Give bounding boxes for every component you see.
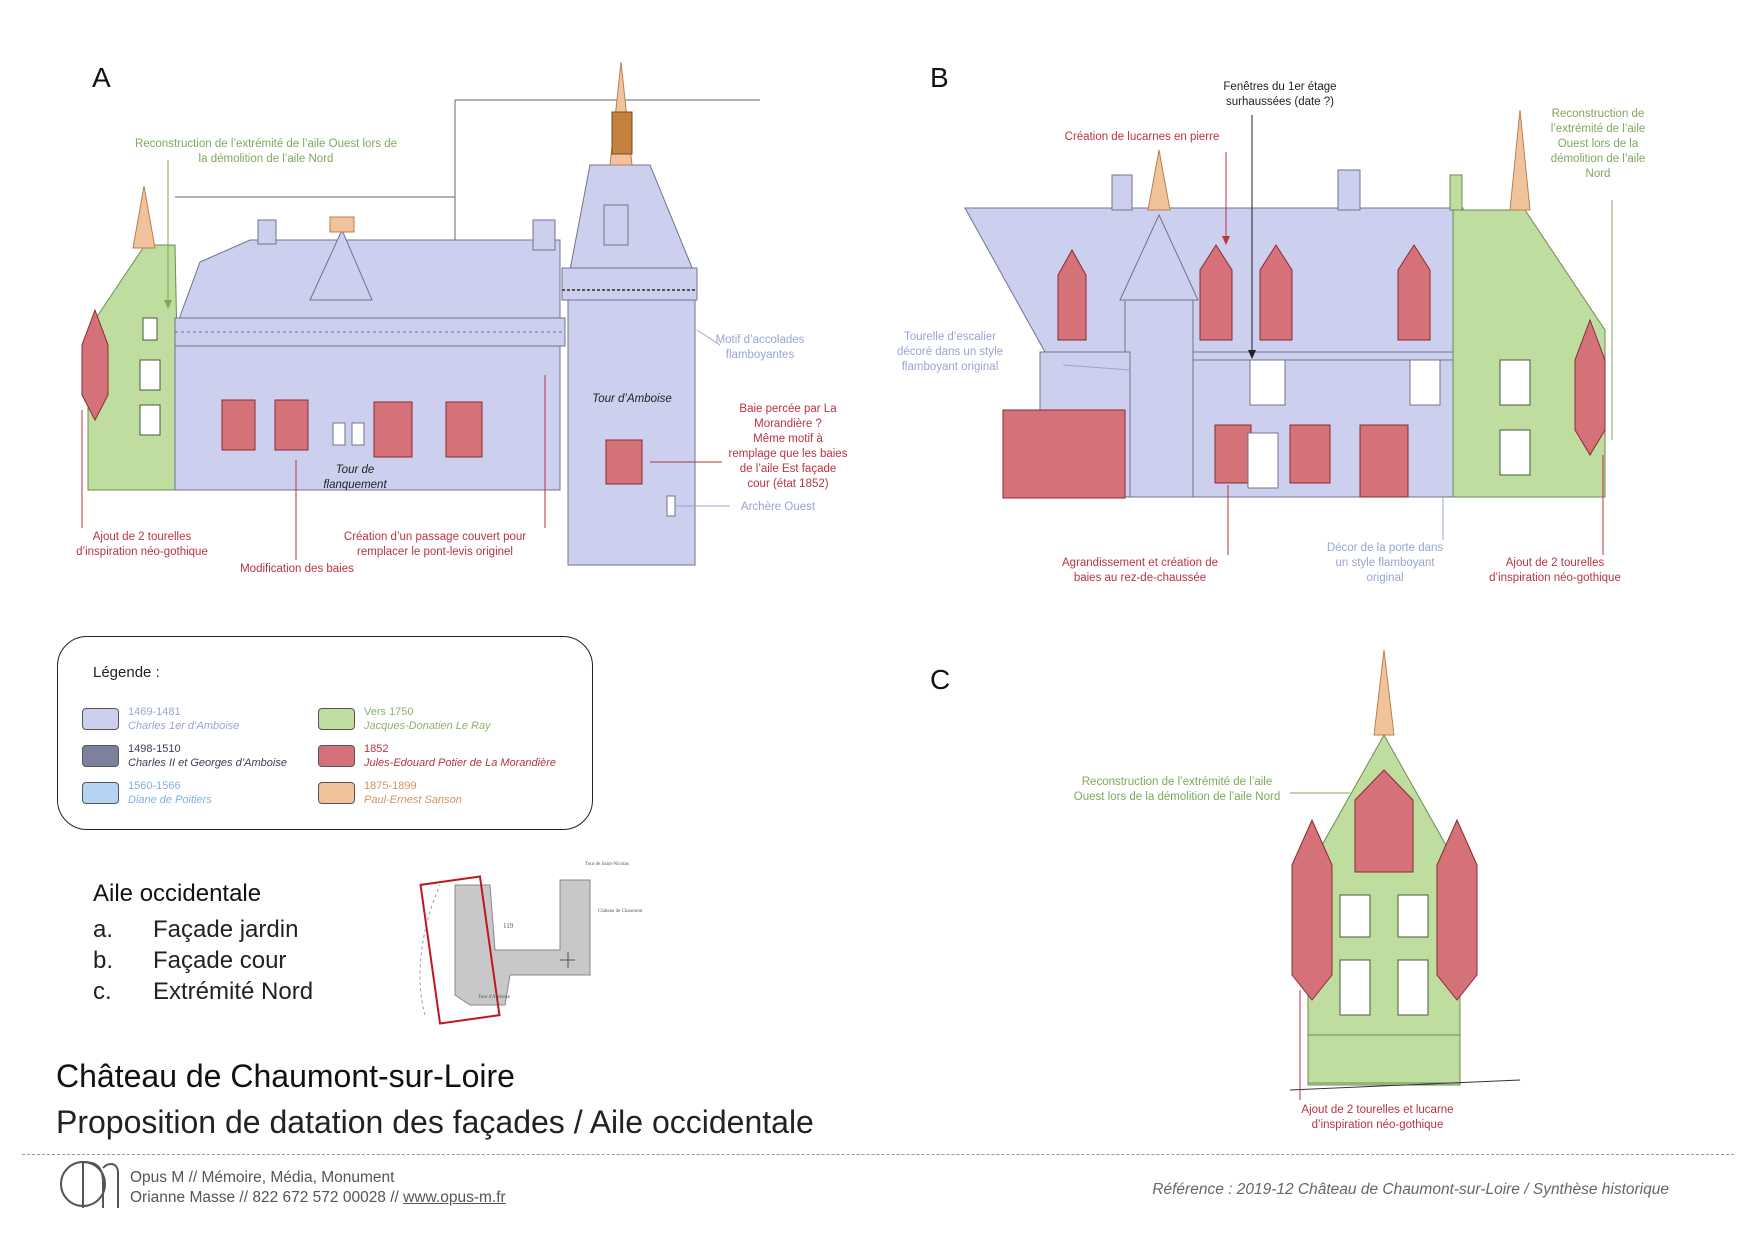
annotation-a-archere: Archère Ouest xyxy=(740,501,816,513)
elevation-a-drawing xyxy=(81,61,760,566)
elevation-c-drawing xyxy=(1289,649,1521,1100)
list-key: c. xyxy=(93,978,112,1005)
legend-swatch xyxy=(318,782,355,804)
panel-letter-c: C xyxy=(930,664,951,695)
legend-dates: 1852 xyxy=(364,743,389,755)
plan-label-tour: Tour d'Amboise xyxy=(478,995,511,1000)
annotation-b-reconstruction: Reconstruction de l’extrémité de l’aile … xyxy=(1550,108,1646,180)
annotation-a-baie-percee: Baie percée par La Morandière ? Même mot… xyxy=(728,403,848,490)
annotation-b-decor: Décor de la porte dans un style flamboya… xyxy=(1326,542,1444,584)
annotation-b-tourelles: Ajout de 2 tourelles d’inspiration néo-g… xyxy=(1489,557,1621,584)
legend-name: Charles 1er d’Amboise xyxy=(128,720,240,732)
legend-dates: 1560-1566 xyxy=(128,780,181,792)
footer-website-link[interactable]: www.opus-m.fr xyxy=(403,1189,506,1206)
plan-label-tour-sn: Tour de Saint-Nicolas xyxy=(585,862,629,867)
footer-reference: Référence : 2019-12 Château de Chaumont-… xyxy=(1152,1181,1669,1198)
annotation-b-lucarnes: Création de lucarnes en pierre xyxy=(1064,131,1220,143)
legend-name: Charles II et Georges d’Amboise xyxy=(128,757,287,769)
legend-swatch xyxy=(318,745,355,767)
wing-title: Aile occidentale xyxy=(93,880,262,907)
annotation-a-modification: Modification des baies xyxy=(240,563,354,575)
opus-m-logo-icon xyxy=(60,1160,119,1208)
list-label: Extrémité Nord xyxy=(153,978,314,1005)
annotation-b-fenetres: Fenêtres du 1er étage surhaussées (date … xyxy=(1223,81,1337,108)
legend-title: Légende : xyxy=(93,664,160,681)
footer-line2: Orianne Masse // 822 672 572 00028 // xyxy=(130,1189,404,1206)
annotation-a-passage: Création d’un passage couvert pour rempl… xyxy=(343,531,527,558)
site-plan: Tour de Saint-Nicolas Château de Chaumon… xyxy=(419,862,643,1025)
footer-company: Opus M // Mémoire, Média, Monument Orian… xyxy=(130,1168,506,1208)
legend-swatch xyxy=(82,782,119,804)
footer-line1: Opus M // Mémoire, Média, Monument xyxy=(130,1169,395,1186)
legend-name: Paul-Ernest Sanson xyxy=(364,794,462,806)
panel-letter-a: A xyxy=(92,62,111,93)
legend-name: Jules-Edouard Potier de La Morandière xyxy=(364,757,557,769)
legend-swatch xyxy=(318,708,355,730)
elevation-b-drawing xyxy=(964,109,1613,555)
page-subtitle: Proposition de datation des façades / Ai… xyxy=(56,1104,814,1140)
annotation-b-tourelle: Tourelle d’escalier décoré dans un style… xyxy=(896,331,1004,373)
annotation-c-tourelles: Ajout de 2 tourelles et lucarne d’inspir… xyxy=(1301,1104,1454,1131)
panel-letter-b: B xyxy=(930,62,949,93)
annotation-a-tourelles: Ajout de 2 tourelles d’inspiration néo-g… xyxy=(76,531,208,558)
plan-label-num: 119 xyxy=(503,922,514,930)
list-key: a. xyxy=(93,916,114,943)
list-label: Façade cour xyxy=(153,947,287,974)
legend-dates: 1469-1481 xyxy=(128,706,181,718)
annotation-a-reconstruction: Reconstruction de l’extrémité de l’aile … xyxy=(134,138,398,165)
legend-name: Diane de Poitiers xyxy=(128,794,212,806)
annotation-b-agrandissement: Agrandissement et création de baies au r… xyxy=(1062,557,1218,584)
footer-divider xyxy=(22,1154,1734,1155)
page-title: Château de Chaumont-sur-Loire xyxy=(56,1058,515,1094)
legend-name: Jacques-Donatien Le Ray xyxy=(364,720,491,732)
list-label: Façade jardin xyxy=(153,916,299,943)
annotation-a-tour-flanquement: Tour de flanquement xyxy=(323,464,387,491)
annotation-c-reconstruction: Reconstruction de l’extrémité de l’aile … xyxy=(1073,776,1281,803)
annotation-a-tour-amboise: Tour d’Amboise xyxy=(592,393,672,405)
legend-dates: Vers 1750 xyxy=(364,706,414,718)
legend-swatch xyxy=(82,708,119,730)
legend-dates: 1875-1899 xyxy=(364,780,417,792)
list-key: b. xyxy=(93,947,114,974)
legend-swatch xyxy=(82,745,119,767)
plan-label-chateau: Château de Chaumont xyxy=(598,909,643,914)
legend-dates: 1498-1510 xyxy=(128,743,181,755)
annotation-a-motif: Motif d’accolades flamboyantes xyxy=(715,334,805,361)
